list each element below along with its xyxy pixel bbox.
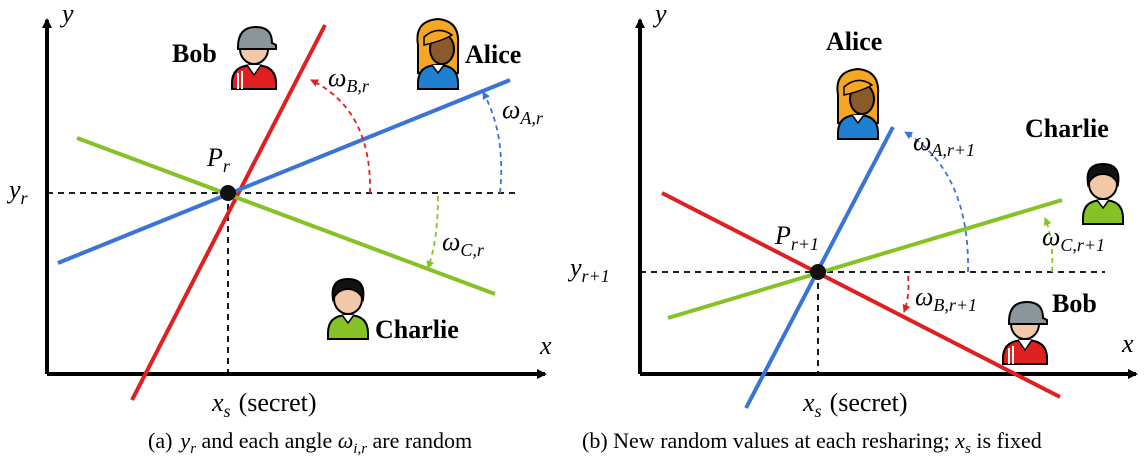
y-tick-label: yr+1 bbox=[567, 253, 610, 286]
alice-angle-arc bbox=[904, 131, 969, 273]
charlie-line bbox=[667, 198, 1063, 320]
bob-avatar-icon bbox=[1002, 301, 1048, 365]
charlie-line bbox=[76, 136, 496, 296]
alice-angle-label: ωA,r+1 bbox=[913, 127, 975, 160]
alice-avatar-icon bbox=[836, 68, 880, 140]
bob-name: Bob bbox=[1052, 289, 1097, 318]
bob-avatar-icon bbox=[231, 26, 277, 90]
point-marker bbox=[220, 185, 236, 201]
x-tick-label: xs(secret) bbox=[211, 388, 317, 421]
y-tick-label: yr bbox=[6, 175, 29, 208]
bob-name: Bob bbox=[172, 39, 217, 68]
panel-b: x y Alice Charlie Bob Pr+1 yr+1 xs(secre… bbox=[567, 0, 1138, 457]
bob-line bbox=[661, 191, 1061, 399]
panel-a: x y Bob Alice Charlie Pr yr xs(secret) ω… bbox=[6, 0, 552, 457]
y-axis-label: y bbox=[59, 0, 74, 28]
caption-b: (b) New random values at each resharing;… bbox=[582, 428, 1042, 457]
bob-angle-label: ωB,r+1 bbox=[915, 282, 977, 315]
x-axis-label: x bbox=[539, 331, 552, 360]
bob-angle-arc bbox=[310, 79, 371, 194]
bob-angle-arc bbox=[902, 275, 911, 313]
alice-name: Alice bbox=[465, 40, 521, 69]
charlie-angle-label: ωC,r+1 bbox=[1042, 222, 1105, 255]
charlie-avatar-icon bbox=[327, 278, 369, 340]
point-label: Pr bbox=[206, 143, 231, 176]
alice-angle-arc bbox=[482, 91, 503, 194]
x-axis-label: x bbox=[1121, 329, 1134, 358]
charlie-name: Charlie bbox=[1025, 114, 1109, 143]
charlie-angle-label: ωC,r bbox=[442, 227, 485, 260]
alice-angle-label: ωA,r bbox=[502, 95, 544, 128]
x-tick-label: xs(secret) bbox=[802, 388, 908, 421]
point-marker bbox=[810, 264, 826, 280]
charlie-name: Charlie bbox=[375, 315, 459, 344]
bob-line bbox=[130, 24, 327, 401]
y-axis-label: y bbox=[652, 0, 667, 28]
charlie-angle-arc bbox=[426, 195, 439, 269]
charlie-avatar-icon bbox=[1082, 163, 1124, 225]
point-label: Pr+1 bbox=[774, 221, 819, 254]
caption-a: (a)yr and each angle ωi,r are random bbox=[148, 428, 472, 457]
alice-name: Alice bbox=[826, 27, 882, 56]
charlie-angle-arc bbox=[1043, 217, 1054, 273]
alice-line bbox=[57, 78, 511, 265]
alice-avatar-icon bbox=[416, 18, 460, 90]
bob-angle-label: ωB,r bbox=[328, 63, 370, 96]
